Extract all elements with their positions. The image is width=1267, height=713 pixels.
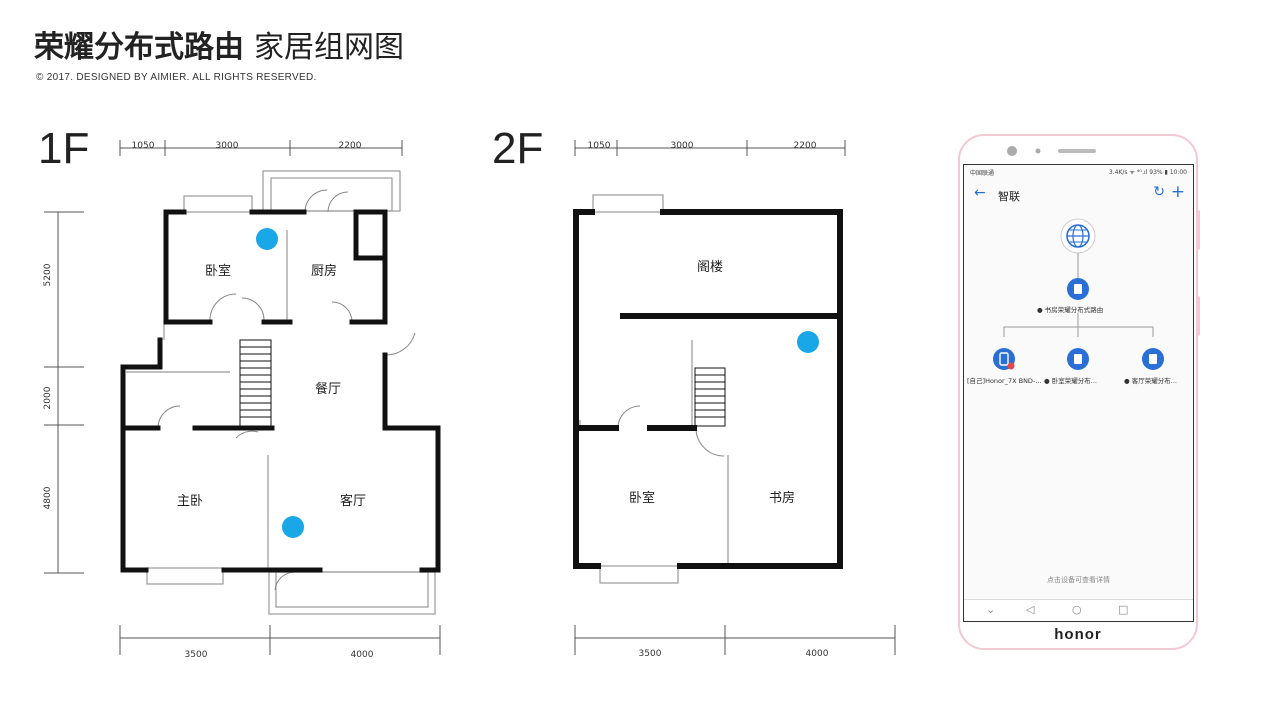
app-title: 智联: [998, 190, 1020, 203]
floor1-dim-top: [119, 140, 403, 156]
app-bar: ← 智联 ↻ +: [964, 181, 1193, 209]
carrier: 中国联通: [970, 170, 995, 177]
floor1-dim-left-1: 5200: [43, 263, 53, 286]
page-title: 荣耀分布式路由家居组网图: [34, 28, 404, 68]
floor1-dim-bottom-1: 3500: [185, 650, 208, 660]
floor2-room-study: 书房: [769, 490, 795, 506]
floor2-dim-bottom-2: 4000: [806, 649, 829, 659]
floor2-dim-top: [574, 140, 846, 156]
floor1-dim-top-2: 3000: [216, 141, 239, 151]
floor1-dim-left-2: 2000: [43, 386, 53, 409]
main-router-name: 书房荣耀分布式路由: [1044, 306, 1104, 314]
nav-back-icon[interactable]: ◁: [1026, 603, 1035, 616]
network-topology: [993, 218, 1164, 370]
floor2-dim-top-1: 1050: [588, 141, 611, 151]
nav-home-icon[interactable]: ○: [1072, 603, 1082, 616]
floor2-dim-top-2: 3000: [671, 141, 694, 151]
nav-bar: ⌄ ◁ ○ □: [964, 599, 1193, 621]
floor2-room-attic: 阁楼: [697, 260, 723, 275]
floor1-room-dining: 餐厅: [315, 381, 341, 397]
floor1-dim-left-3: 4800: [43, 486, 53, 509]
router-dot-2f-study: [797, 331, 819, 353]
floor1-room-bedroom: 卧室: [205, 263, 231, 279]
floor1-plan: 1050 3000 2200 5200 2000 4800 3500 4000: [43, 140, 441, 660]
floor2-dim-top-3: 2200: [794, 141, 817, 151]
floor1-walls: [120, 209, 441, 573]
phone-screen: 中国联通 3.4K/s ᯤ ⁴ᴳ.ıl 93% ▮ 10:00 ← 智联 ↻ +…: [963, 164, 1194, 622]
floor2-label: 2F: [492, 124, 544, 173]
phone-brand-logo: honor: [1054, 626, 1102, 643]
back-arrow-icon[interactable]: ←: [974, 185, 986, 201]
floor2-walls: [573, 209, 843, 569]
floor1-dim-left: [44, 211, 84, 574]
refresh-icon[interactable]: ↻: [1153, 184, 1165, 200]
phone-top-sensors: [1007, 146, 1096, 156]
device-label-3-text: 客厅荣耀分布...: [1131, 377, 1177, 385]
floor1-staircase: [239, 339, 272, 427]
status-right: 3.4K/s ᯤ ⁴ᴳ.ıl 93% ▮ 10:00: [1108, 169, 1187, 176]
floor1-dim-top-1: 1050: [132, 141, 155, 151]
floor1-dim-bottom: [119, 625, 441, 655]
add-icon[interactable]: +: [1170, 182, 1185, 202]
router-dot-1f-living: [282, 516, 304, 538]
title-bold: 荣耀分布式路由: [34, 30, 244, 65]
router-dot-1f-bedroom: [256, 228, 278, 250]
floor1-room-master: 主卧: [177, 494, 203, 509]
floor2-dim-bottom: [574, 625, 896, 655]
phone-side-button-1: [1196, 210, 1200, 250]
device-label-2[interactable]: ● 卧室荣耀分布...: [1044, 377, 1097, 385]
floor2-staircase: [694, 367, 726, 427]
floor2-plan: 1050 3000 2200 3500 4000 阁楼 卧室: [573, 140, 896, 659]
floor1-room-living: 客厅: [340, 493, 366, 509]
floor1-room-kitchen: 厨房: [311, 263, 337, 279]
floor1-dim-bottom-2: 4000: [351, 650, 374, 660]
title-sub: 家居组网图: [254, 30, 404, 65]
phone-side-button-2: [1196, 296, 1200, 336]
floor2-dim-bottom-1: 3500: [639, 649, 662, 659]
floor1-dim-top-3: 2200: [339, 141, 362, 151]
nav-down-icon[interactable]: ⌄: [986, 603, 996, 616]
status-bar: 中国联通 3.4K/s ᯤ ⁴ᴳ.ıl 93% ▮ 10:00: [964, 165, 1193, 179]
device-label-3[interactable]: ● 客厅荣耀分布...: [1124, 377, 1177, 385]
floor2-room-bedroom: 卧室: [629, 490, 655, 506]
floor1-label: 1F: [38, 124, 90, 173]
device-label-2-text: 卧室荣耀分布...: [1051, 377, 1097, 385]
copyright: © 2017. DESIGNED BY AIMIER. ALL RIGHTS R…: [36, 72, 317, 83]
device-label-1[interactable]: [自己]Honor_7X BND-...: [967, 377, 1042, 385]
hint-text: 点击设备可查看详情: [1047, 576, 1110, 584]
main-router-label[interactable]: ● 书房荣耀分布式路由: [1037, 306, 1104, 314]
nav-recent-icon[interactable]: □: [1118, 603, 1129, 616]
